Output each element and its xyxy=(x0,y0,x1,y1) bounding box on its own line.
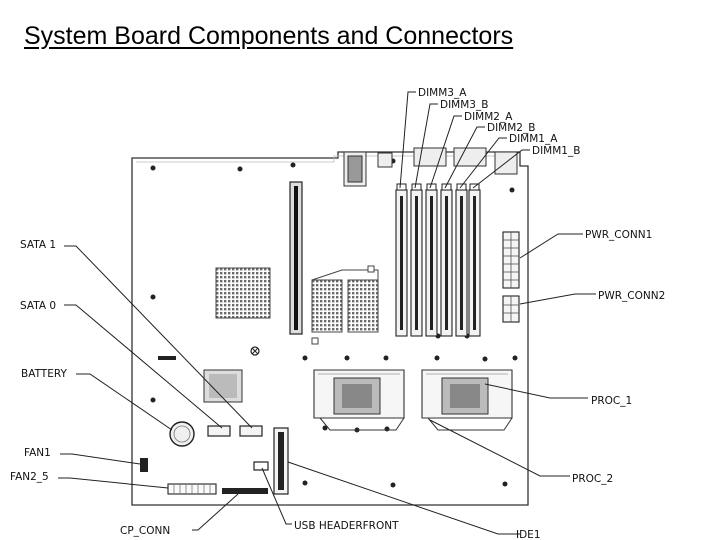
pci-riser-slot xyxy=(289,181,303,335)
label-proc-1: PROC_1 xyxy=(591,395,632,407)
label-dimm2-b: DIMM2_B xyxy=(487,122,535,134)
label-dimm3-b: DIMM3_B xyxy=(440,99,488,111)
label-battery: BATTERY xyxy=(21,368,67,380)
ide1-connector xyxy=(273,427,289,495)
dimm-slot-channels xyxy=(400,196,476,330)
page-title: System Board Components and Connectors xyxy=(24,22,514,50)
label-pwr-conn2: PWR_CONN2 xyxy=(598,290,665,302)
misc-jumper xyxy=(158,346,260,360)
label-fan1: FAN1 xyxy=(24,447,51,459)
label-usb-headerfront: USB HEADERFRONT xyxy=(294,520,399,532)
callout-lines xyxy=(58,91,596,535)
label-proc-2: PROC_2 xyxy=(572,473,613,485)
battery-component xyxy=(169,421,195,447)
label-cp-conn: CP_CONN xyxy=(120,525,170,537)
proc-1-socket xyxy=(421,369,513,431)
rear-io-connectors xyxy=(343,147,518,187)
label-pwr-conn1: PWR_CONN1 xyxy=(585,229,652,241)
pwr-conn2-connector xyxy=(502,295,520,323)
bios-chip xyxy=(203,369,243,403)
label-fan2-5: FAN2_5 xyxy=(10,471,49,483)
label-sata-0: SATA 0 xyxy=(20,300,56,312)
sata-connectors xyxy=(207,425,263,437)
label-dimm1-b: DIMM1_B xyxy=(532,145,580,157)
label-dimm2-a: DIMM2_A xyxy=(464,111,513,123)
chipset-heatsinks xyxy=(215,265,379,345)
component-labels: DIMM3_A DIMM3_B DIMM2_A DIMM2_B DIMM1_A … xyxy=(10,87,665,540)
label-dimm3-a: DIMM3_A xyxy=(418,87,467,99)
fan1-header xyxy=(140,458,148,472)
cp-conn-connector xyxy=(222,488,268,494)
proc-2-socket xyxy=(313,369,405,431)
fan2-5-connector xyxy=(167,483,217,495)
label-ide1: IDE1 xyxy=(516,529,541,540)
label-sata-1: SATA 1 xyxy=(20,239,56,251)
pwr-conn1-connector xyxy=(502,231,520,289)
usb-header-component xyxy=(253,461,269,471)
label-dimm1-a: DIMM1_A xyxy=(509,133,558,145)
